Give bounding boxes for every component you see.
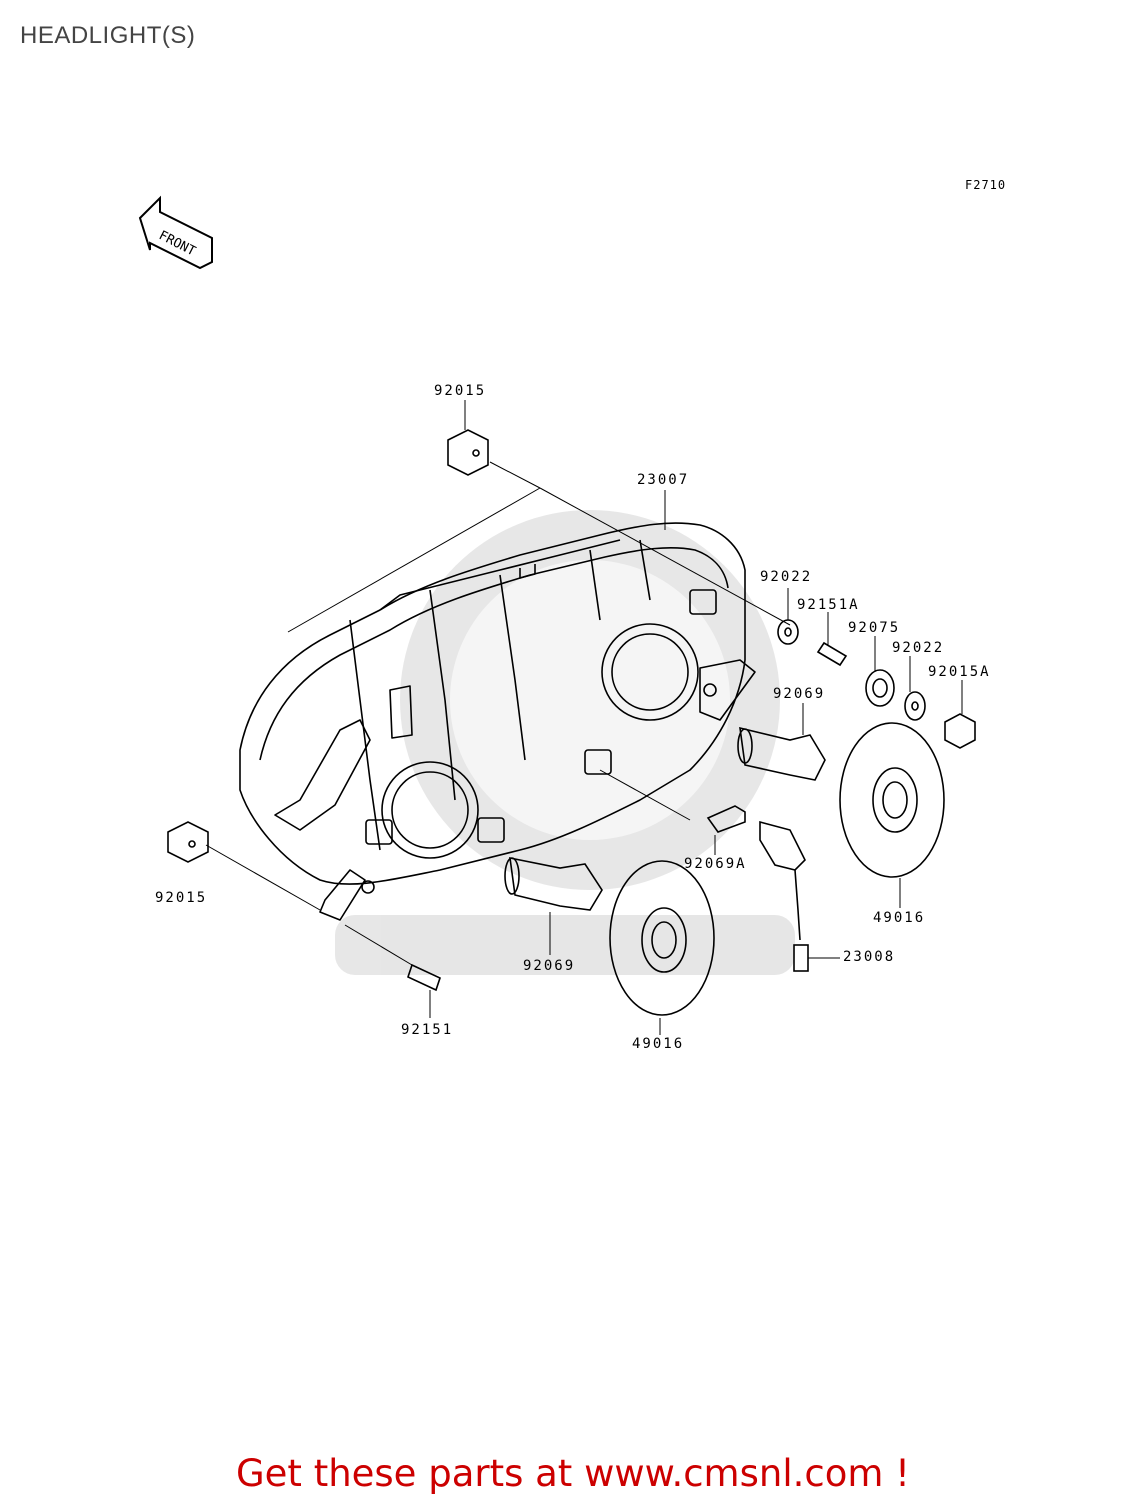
- headlight-housing: [239, 522, 756, 921]
- leader-lines: [205, 400, 963, 1035]
- page-title: HEADLIGHT(S): [20, 22, 196, 49]
- footer-shop-link[interactable]: Get these parts at www.cmsnl.com !: [235, 1452, 910, 1495]
- part-label-92015A[interactable]: 92015A: [928, 664, 991, 680]
- part-label-92022-right[interactable]: 92022: [892, 640, 945, 656]
- part-label-92069-upper[interactable]: 92069: [773, 686, 826, 702]
- part-label-49016-right[interactable]: 49016: [873, 910, 926, 926]
- part-label-23007[interactable]: 23007: [637, 472, 690, 488]
- figure-code: F2710: [965, 178, 1007, 192]
- part-label-49016-lower[interactable]: 49016: [632, 1036, 685, 1052]
- part-label-92069-lower[interactable]: 92069: [523, 958, 576, 974]
- part-label-92015-top[interactable]: 92015: [434, 383, 487, 399]
- part-label-92075[interactable]: 92075: [848, 620, 901, 636]
- small-parts: [167, 429, 976, 1016]
- front-arrow-icon: FRONT: [138, 195, 213, 270]
- part-label-92022-left[interactable]: 92022: [760, 569, 813, 585]
- part-label-92069A[interactable]: 92069A: [684, 856, 747, 872]
- front-arrow-label: FRONT: [156, 228, 198, 259]
- part-label-92015-left[interactable]: 92015: [155, 890, 208, 906]
- part-label-23008[interactable]: 23008: [843, 949, 896, 965]
- part-label-92151A[interactable]: 92151A: [797, 597, 860, 613]
- watermark-inner: [450, 560, 730, 840]
- part-label-92151[interactable]: 92151: [401, 1022, 454, 1038]
